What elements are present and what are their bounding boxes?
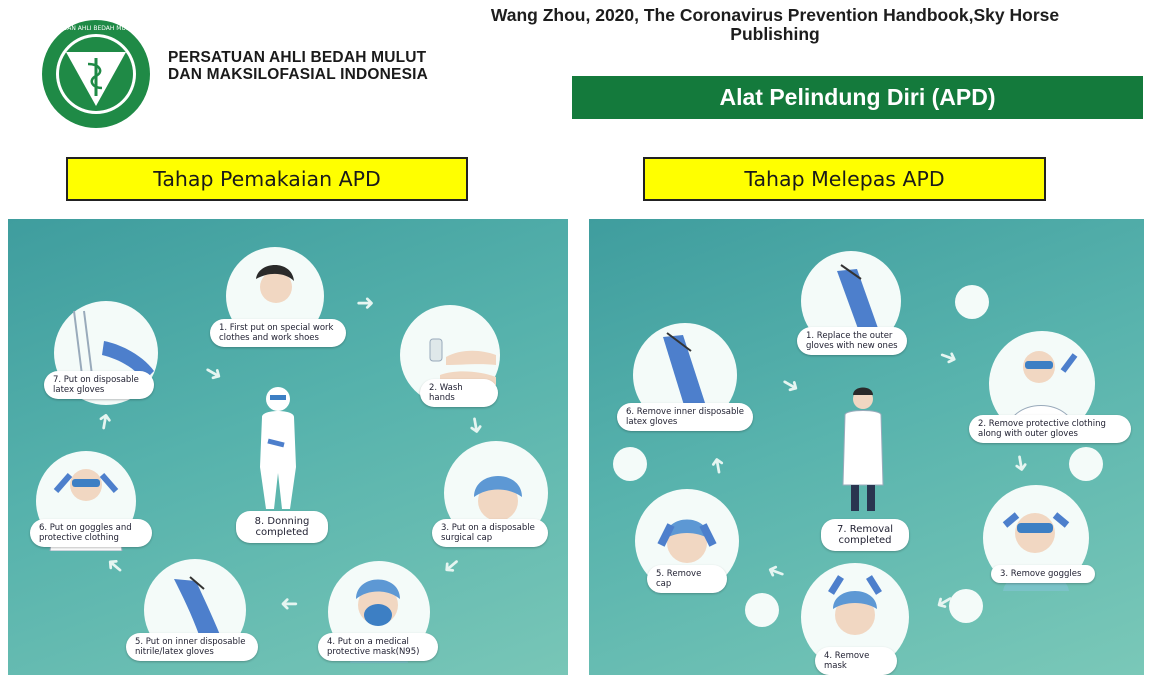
hand-wash-mini-icon bbox=[955, 285, 989, 319]
svg-text:PERSATUAN AHLI BEDAH MULUT DAN: PERSATUAN AHLI BEDAH MULUT DAN bbox=[40, 25, 152, 32]
flow-arrow-icon: ➜ bbox=[704, 454, 733, 477]
donning-step-7: 7. Put on disposable latex gloves bbox=[44, 371, 154, 399]
doffing-step-2: 2. Remove protective clothing along with… bbox=[969, 415, 1131, 443]
donning-step-6: 6. Put on goggles and protective clothin… bbox=[30, 519, 152, 547]
donning-heading: Tahap Pemakaian APD bbox=[66, 157, 468, 201]
donning-step-3: 3. Put on a disposable surgical cap bbox=[432, 519, 548, 547]
org-name-line2: DAN MAKSILOFASIAL INDONESIA bbox=[168, 66, 429, 83]
doffing-step-4: 4. Remove mask bbox=[815, 647, 897, 675]
donning-step-4: 4. Put on a medical protective mask(N95) bbox=[318, 633, 438, 661]
flow-arrow-icon: ➜ bbox=[356, 291, 375, 316]
flow-arrow-icon: ➜ bbox=[461, 414, 490, 437]
flow-arrow-icon: ➜ bbox=[775, 370, 805, 401]
hand-wash-mini-icon bbox=[613, 447, 647, 481]
flow-arrow-icon: ➜ bbox=[280, 591, 299, 616]
doctor-illustration bbox=[842, 387, 884, 511]
doffing-step-5: 5. Remove cap bbox=[647, 565, 727, 593]
doffing-infographic: 1. Replace the outer gloves with new one… bbox=[589, 219, 1144, 675]
hand-wash-mini-icon bbox=[1069, 447, 1103, 481]
flow-arrow-icon: ➜ bbox=[436, 549, 467, 582]
flow-arrow-icon: ➜ bbox=[91, 410, 120, 433]
association-logo: PERSATUAN AHLI BEDAH MULUT DAN bbox=[40, 20, 152, 128]
fully-protected-worker-illustration bbox=[260, 387, 296, 509]
donning-step-2: 2. Wash hands bbox=[420, 379, 498, 407]
removal-completed-label: 7. Removal completed bbox=[821, 519, 909, 551]
doffing-step-1: 1. Replace the outer gloves with new one… bbox=[797, 327, 907, 355]
flow-arrow-icon: ➜ bbox=[198, 358, 228, 389]
citation-line2: Publishing bbox=[730, 24, 820, 44]
hand-wash-mini-icon bbox=[949, 589, 983, 623]
doffing-heading: Tahap Melepas APD bbox=[643, 157, 1046, 201]
flow-arrow-icon: ➜ bbox=[763, 556, 790, 587]
flow-arrow-icon: ➜ bbox=[100, 549, 131, 582]
donning-step-5: 5. Put on inner disposable nitrile/latex… bbox=[126, 633, 258, 661]
doffing-step-3: 3. Remove goggles bbox=[991, 565, 1095, 583]
hand-wash-mini-icon bbox=[745, 593, 779, 627]
flow-arrow-icon: ➜ bbox=[1006, 452, 1035, 475]
doffing-step-6: 6. Remove inner disposable latex gloves bbox=[617, 403, 753, 431]
donning-infographic: 1. First put on special work clothes and… bbox=[8, 219, 568, 675]
citation-line1: Wang Zhou, 2020, The Coronavirus Prevent… bbox=[490, 5, 1060, 25]
organization-name: PERSATUAN AHLI BEDAH MULUT DAN MAKSILOFA… bbox=[168, 49, 428, 83]
flow-arrow-icon: ➜ bbox=[935, 342, 962, 373]
donning-completed-label: 8. Donning completed bbox=[236, 511, 328, 543]
donning-step-1: 1. First put on special work clothes and… bbox=[210, 319, 346, 347]
citation: Wang Zhou, 2020, The Coronavirus Prevent… bbox=[410, 6, 1140, 44]
org-name-line1: PERSATUAN AHLI BEDAH MULUT bbox=[168, 49, 427, 66]
apd-banner: Alat Pelindung Diri (APD) bbox=[572, 76, 1143, 119]
